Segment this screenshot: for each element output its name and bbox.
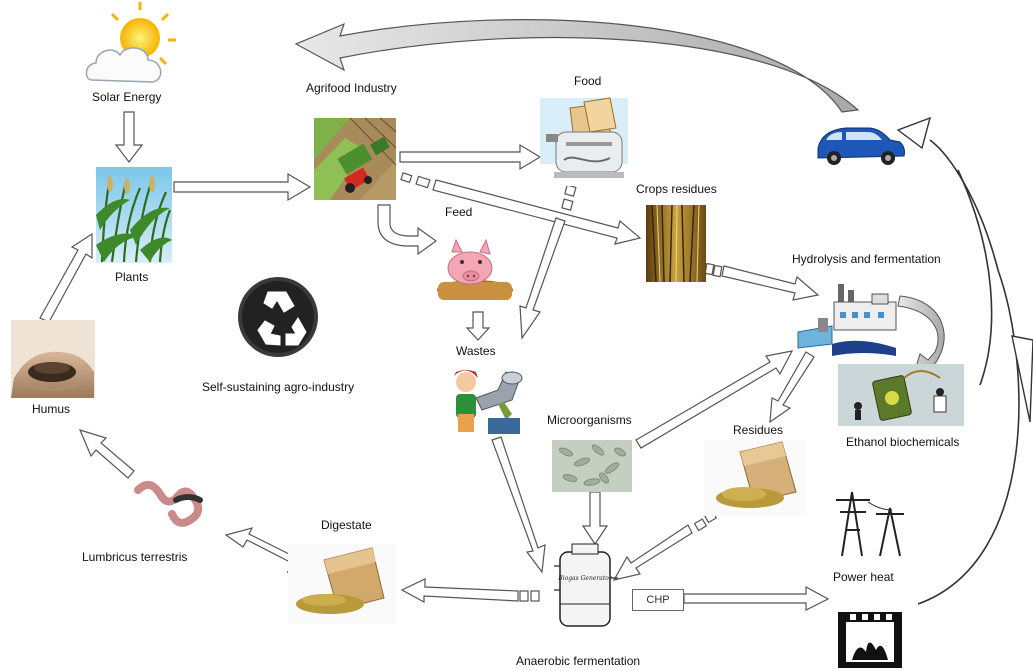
field-tractor-icon [314, 117, 397, 200]
label-hydrolysis-fermentation: Hydrolysis and fermentation [792, 252, 941, 266]
ethanol-can-icon [838, 364, 964, 426]
pig-icon [437, 238, 513, 300]
arrow-biogas-to-digestate [400, 578, 519, 604]
arrow-solar-to-plants [114, 111, 144, 163]
label-agrifood-industry: Agrifood Industry [306, 81, 397, 95]
loop-furnace-to-car [917, 139, 1020, 605]
arrow-agrifood-to-crops [432, 179, 642, 245]
biogas-tank-text: Biogas Generator [557, 575, 613, 582]
residue-bag-icon [704, 440, 806, 516]
arrow-plants-to-agrifood [173, 172, 312, 202]
toaster-icon [540, 97, 628, 186]
dash-residues-2 [693, 518, 708, 532]
label-ethanol-biochemicals: Ethanol biochemicals [846, 435, 960, 449]
label-wastes: Wastes [456, 344, 496, 358]
label-solar-energy: Solar Energy [92, 90, 162, 104]
dash-food-1 [564, 184, 577, 197]
label-plants: Plants [115, 270, 149, 284]
factory-icon [797, 284, 897, 356]
dash-biogas-1 [519, 590, 529, 602]
arrows [39, 111, 830, 611]
dash-crops-1 [704, 262, 715, 276]
arrow-agrifood-to-feed [377, 204, 438, 256]
arrowhead-to-car [896, 116, 932, 150]
label-humus: Humus [32, 402, 71, 416]
power-tower-icon [836, 491, 904, 557]
car-icon [817, 127, 905, 165]
recycle-icon [238, 277, 318, 357]
worm-icon [134, 480, 203, 527]
label-digestate: Digestate [321, 518, 372, 532]
arrow-food-to-wastes [519, 217, 566, 340]
label-anaerobic-fermentation: Anaerobic fermentation [516, 654, 641, 668]
label-power-heat: Power heat [833, 570, 894, 584]
arrow-digestate-to-worm [224, 527, 294, 563]
arrow-chp-to-power [683, 585, 830, 611]
furnace-icon [838, 612, 902, 668]
dash-agrifood-1 [400, 172, 413, 184]
microorganisms-icon [552, 440, 632, 492]
arrow-worm-to-humus [78, 429, 135, 479]
label-lumbricus: Lumbricus terrestris [82, 550, 188, 564]
straw-icon [646, 204, 706, 283]
arrow-micro-to-biogas [581, 491, 609, 546]
hands-soil-icon [11, 320, 95, 398]
dash-biogas-2 [530, 590, 540, 602]
arrow-residues-to-biogas [612, 524, 693, 581]
arrow-top-curve-to-agrifood [294, 19, 860, 113]
arrow-crops-to-hydrolysis [721, 265, 820, 301]
label-food: Food [574, 74, 602, 88]
arrow-feed-to-wastes [465, 311, 491, 341]
dash-food-2 [561, 198, 574, 211]
label-crops-residues: Crops residues [636, 182, 717, 196]
chp-box: CHP [632, 589, 684, 611]
label-residues: Residues [733, 423, 784, 437]
digestate-bag-icon [288, 544, 396, 624]
loop-ethanol-to-car [957, 169, 993, 386]
sun-cloud-icon [85, 2, 176, 83]
plants-icon [96, 167, 172, 263]
biogas-tank-icon: Biogas Generator [554, 543, 618, 627]
waste-person-icon [454, 370, 523, 434]
label-microorganisms: Microorganisms [547, 413, 632, 427]
arrow-wastes-to-biogas [491, 436, 546, 574]
arrow-agrifood-to-food [399, 143, 542, 171]
label-self-sustaining: Self-sustaining agro-industry [202, 380, 355, 394]
label-feed: Feed [445, 205, 473, 219]
arrowhead-right-edge [1011, 335, 1033, 423]
arrow-hydrolysis-to-residues [769, 351, 815, 424]
arrow-micro-to-hydrolysis [635, 350, 794, 449]
dash-agrifood-2 [415, 175, 431, 189]
arrow-humus-to-plants [39, 232, 93, 323]
dash-crops-2 [712, 264, 723, 278]
